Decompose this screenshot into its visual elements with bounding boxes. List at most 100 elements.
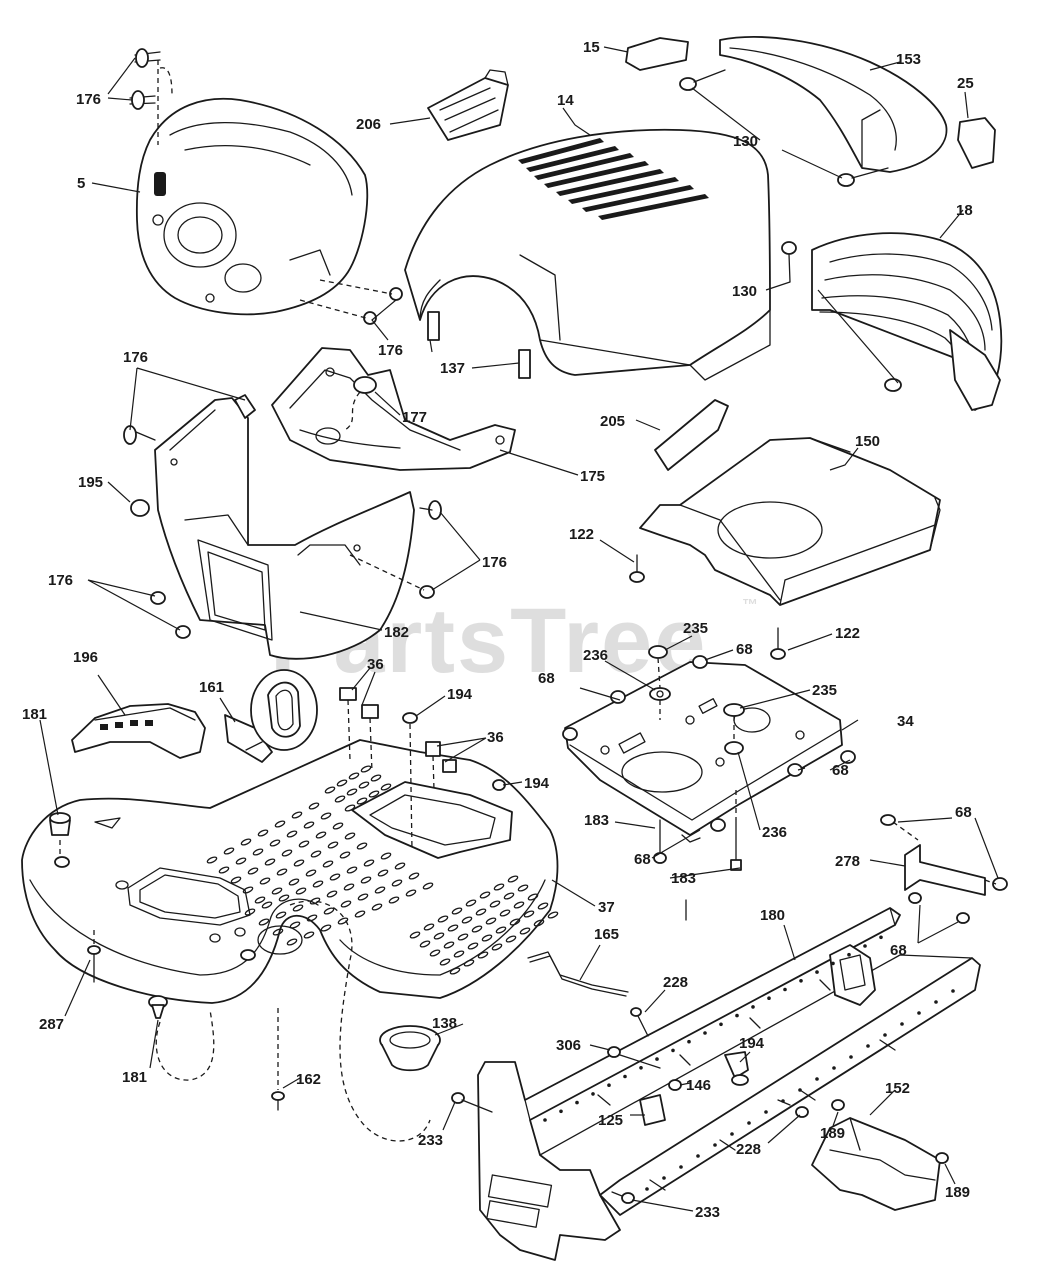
frame-hole xyxy=(719,1022,723,1027)
fasteners-122 xyxy=(629,554,786,660)
callout-15: 15 xyxy=(583,39,600,56)
part-180-frame xyxy=(477,907,981,1261)
vent-slot xyxy=(271,887,283,895)
vent-slot xyxy=(315,831,327,839)
vent-slot xyxy=(377,869,389,877)
frame-hole xyxy=(866,1044,870,1048)
part-206-bracket xyxy=(427,69,509,141)
vent-slot xyxy=(336,779,348,787)
vent-slot xyxy=(348,772,360,780)
part-161 xyxy=(224,669,318,763)
callout-130-a: 130 xyxy=(733,133,758,150)
vent-slot xyxy=(453,950,465,958)
fasteners-fender xyxy=(49,687,506,1142)
fasteners-176-top xyxy=(129,48,403,325)
vent-slot xyxy=(235,857,247,865)
part-37-fender xyxy=(21,739,559,1004)
vent-slot xyxy=(356,797,368,805)
vent-slot xyxy=(254,896,266,904)
frame-hole xyxy=(607,1083,611,1087)
vent-slot xyxy=(305,869,317,877)
frame-hole xyxy=(917,1011,921,1015)
frame-hole xyxy=(934,1000,938,1004)
vent-slot xyxy=(405,889,417,897)
vent-slot xyxy=(244,908,256,916)
frame-hole xyxy=(591,1092,595,1096)
callout-181-a: 181 xyxy=(22,706,47,723)
vent-slot xyxy=(252,848,264,856)
part-153-grille xyxy=(679,36,948,187)
callout-130-b: 130 xyxy=(732,283,757,300)
vent-slot xyxy=(423,923,435,931)
vent-slot xyxy=(371,903,383,911)
callout-228-b: 228 xyxy=(736,1141,761,1158)
vent-slot xyxy=(259,877,271,885)
frame-hole xyxy=(847,952,851,957)
frame-hole xyxy=(799,979,803,983)
vent-slot xyxy=(286,938,298,946)
callout-36-a: 36 xyxy=(367,656,384,673)
frame-hole xyxy=(679,1165,683,1169)
vent-slot xyxy=(449,967,461,975)
callout-205: 205 xyxy=(600,413,625,430)
callout-180: 180 xyxy=(760,907,785,924)
callout-122-a: 122 xyxy=(569,526,594,543)
vent-slot xyxy=(274,820,286,828)
vent-slot xyxy=(391,879,403,887)
frame-hole xyxy=(735,1013,739,1018)
vent-slot xyxy=(467,942,479,950)
callout-306: 306 xyxy=(556,1037,581,1054)
vent-slot xyxy=(447,924,459,932)
frame-hole xyxy=(559,1109,563,1114)
vent-slot xyxy=(329,873,341,881)
part-196 xyxy=(71,703,206,759)
vent-slot xyxy=(363,859,375,867)
part-dash-panel xyxy=(135,97,369,316)
vent-slot xyxy=(477,951,489,959)
callout-68-c: 68 xyxy=(832,762,849,779)
vent-slot xyxy=(343,883,355,891)
vent-slot xyxy=(272,928,284,936)
frame-hole xyxy=(655,1057,659,1061)
vent-slot xyxy=(481,934,493,942)
part-18-grille xyxy=(781,232,1003,411)
vent-slot xyxy=(439,958,451,966)
vent-slot xyxy=(505,935,517,943)
callout-235-a: 235 xyxy=(683,620,708,637)
callout-176-e: 176 xyxy=(48,572,73,589)
vent-slot xyxy=(337,917,349,925)
vent-slot xyxy=(519,927,531,935)
callout-194-b: 194 xyxy=(524,775,550,792)
vent-slot xyxy=(422,882,434,890)
vent-slot xyxy=(354,910,366,918)
vent-slot xyxy=(303,821,315,829)
vent-slot xyxy=(388,896,400,904)
frame-hole xyxy=(951,989,955,993)
vent-slot xyxy=(409,931,421,939)
vent-slot xyxy=(258,918,270,926)
vent-slot xyxy=(298,840,310,848)
vent-slot xyxy=(495,926,507,934)
callout-177: 177 xyxy=(402,409,427,426)
callout-36-b: 36 xyxy=(487,729,504,746)
watermark-trademark: ™ xyxy=(742,597,758,614)
callout-206: 206 xyxy=(356,116,381,133)
vent-slot xyxy=(332,822,344,830)
fender-vent-slots xyxy=(206,765,559,975)
callout-183-a: 183 xyxy=(584,812,609,829)
vent-slot xyxy=(507,875,519,883)
vent-slot xyxy=(493,883,505,891)
vent-slot xyxy=(499,909,511,917)
vent-slot xyxy=(479,891,491,899)
callout-228-a: 228 xyxy=(663,974,688,991)
callout-122-b: 122 xyxy=(835,625,860,642)
vent-slot xyxy=(429,949,441,957)
callout-37: 37 xyxy=(598,899,615,916)
callout-161: 161 xyxy=(199,679,224,696)
frame-hole xyxy=(767,996,771,1000)
vent-slot xyxy=(303,931,315,939)
vent-slot xyxy=(223,847,235,855)
vent-slot xyxy=(344,804,356,812)
vent-slot xyxy=(523,910,535,918)
vent-slot xyxy=(281,849,293,857)
